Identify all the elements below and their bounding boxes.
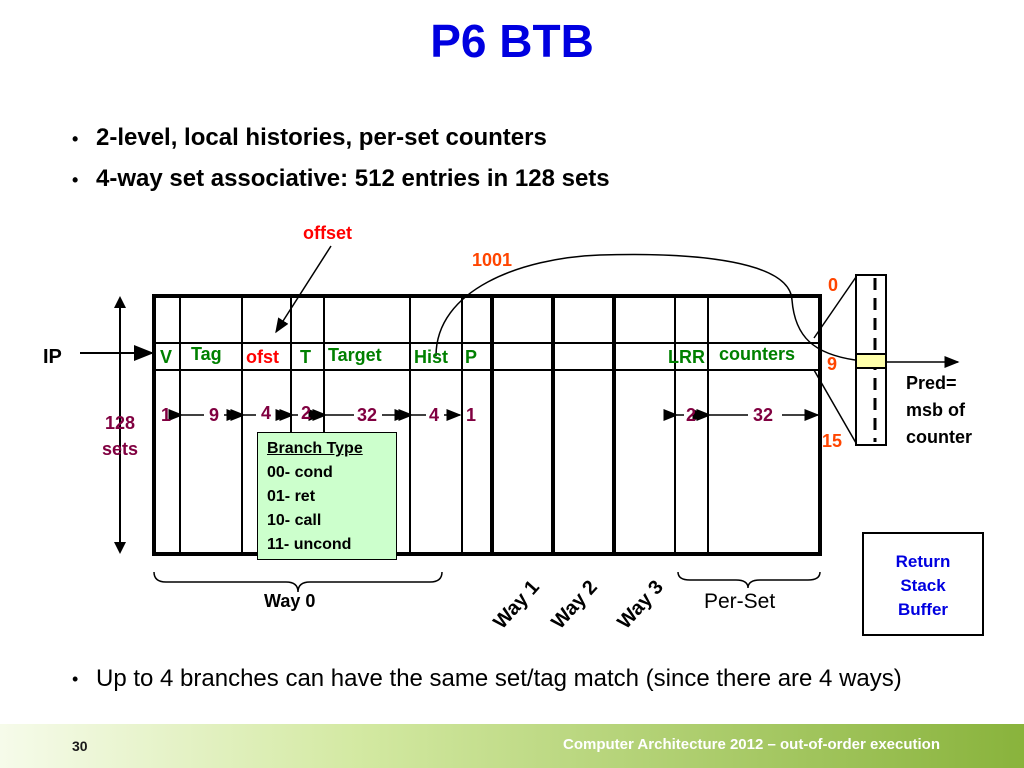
bullet-text: 2-level, local histories, per-set counte… xyxy=(96,124,547,151)
fan-line-top xyxy=(813,276,857,339)
width-lrr: 2 xyxy=(686,405,697,425)
bottom-bullet-text: Up to 4 branches can have the same set/t… xyxy=(96,665,902,692)
bullet-dot-icon: • xyxy=(72,669,79,689)
offset-label: offset xyxy=(303,223,352,243)
bullet-item: • 2-level, local histories, per-set coun… xyxy=(72,124,610,154)
history-curve xyxy=(435,253,856,361)
rsb-line-2: Stack xyxy=(900,576,946,595)
hist-value-label: 1001 xyxy=(472,250,513,270)
per-set-brace xyxy=(677,571,821,589)
branch-type-title: Branch Type xyxy=(267,440,363,457)
sets-word: sets xyxy=(102,439,139,459)
ip-label: IP xyxy=(43,346,62,368)
width-v: 1 xyxy=(161,405,172,425)
bottom-bullet: • Up to 4 branches can have the same set… xyxy=(72,664,952,694)
bullet-item: • 4-way set associative: 512 entries in … xyxy=(72,165,610,195)
bullet-text: 4-way set associative: 512 entries in 12… xyxy=(96,165,610,192)
rsb-line-1: Return xyxy=(895,552,951,571)
field-v: V xyxy=(160,347,173,367)
branch-type-item: 01- ret xyxy=(267,488,316,505)
sets-label: 128 sets xyxy=(102,410,138,462)
branch-type-item: 00- cond xyxy=(267,464,333,481)
width-hist: 4 xyxy=(429,405,440,425)
counter-index-0: 0 xyxy=(828,275,839,295)
width-target: 32 xyxy=(357,405,378,425)
sets-count: 128 xyxy=(104,413,136,433)
way0-brace xyxy=(153,571,443,593)
field-tag: Tag xyxy=(191,344,222,364)
width-t: 2 xyxy=(301,403,312,423)
way2-label: Way 2 xyxy=(547,576,602,633)
sets-arrow-top-icon xyxy=(114,296,126,308)
pred-line-1: Pred= xyxy=(906,373,957,393)
branch-type-item: 11- uncond xyxy=(267,536,352,553)
way3-label: Way 3 xyxy=(613,576,668,633)
field-hist: Hist xyxy=(414,347,449,367)
branch-type-item: 10- call xyxy=(267,512,322,529)
way0-label: Way 0 xyxy=(264,591,316,611)
btb-table xyxy=(152,294,822,556)
branch-type-box: Branch Type 00- cond 01- ret 10- call 11… xyxy=(257,432,397,560)
field-counters: counters xyxy=(719,344,796,364)
width-ofst: 4 xyxy=(261,403,272,423)
slide-title: P6 BTB xyxy=(430,15,594,67)
field-target: Target xyxy=(328,345,382,365)
bullet-dot-icon: • xyxy=(72,129,79,149)
width-counters: 32 xyxy=(753,405,774,425)
fan-line-bottom xyxy=(813,369,857,444)
width-tag: 9 xyxy=(209,405,220,425)
footer-course: Computer Architecture 2012 – out-of-orde… xyxy=(562,736,940,753)
counter-index-15: 15 xyxy=(822,431,843,451)
page-number: 30 xyxy=(72,738,88,754)
field-ofst: ofst xyxy=(246,347,279,367)
field-t: T xyxy=(300,347,311,367)
top-bullet-list: • 2-level, local histories, per-set coun… xyxy=(72,124,610,206)
width-p: 1 xyxy=(466,405,477,425)
return-stack-buffer: Return Stack Buffer xyxy=(862,532,984,636)
footer-bar: 30 Computer Architecture 2012 – out-of-o… xyxy=(0,724,1024,768)
way-dividers xyxy=(490,296,616,554)
rsb-line-3: Buffer xyxy=(897,600,949,619)
selected-counter xyxy=(855,353,887,369)
pred-line-3: counter xyxy=(906,427,973,447)
per-set-label: Per-Set xyxy=(704,590,776,613)
field-lrr: LRR xyxy=(668,347,705,367)
counter-index-9: 9 xyxy=(827,354,838,374)
pred-line-2: msb of xyxy=(906,400,966,420)
way1-label: Way 1 xyxy=(489,576,544,633)
offset-pointer xyxy=(275,245,332,334)
entry-row xyxy=(154,342,820,371)
pred-label: Pred= msb of counter xyxy=(906,370,972,451)
field-p: P xyxy=(465,347,478,367)
sets-arrow-bottom-icon xyxy=(114,542,126,554)
bullet-dot-icon: • xyxy=(72,170,79,190)
